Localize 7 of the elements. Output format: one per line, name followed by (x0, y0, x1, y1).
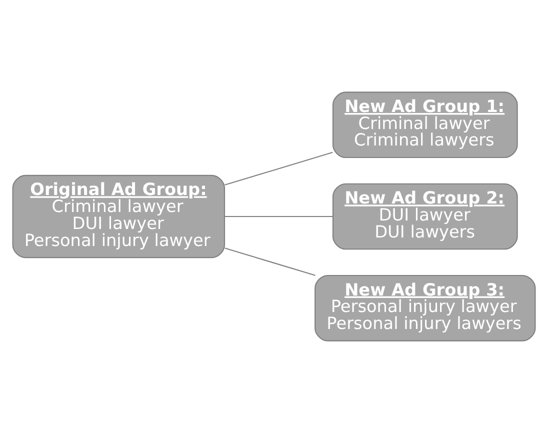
connector (224, 152, 333, 186)
node-box: New Ad Group 3: Personal injury lawyer Personal injury lawyers (314, 274, 536, 342)
node-box: New Ad Group 1: Criminal lawyer Criminal lawyers (332, 92, 518, 158)
node-box: Original Ad Group: Criminal lawyer DUI lawyer Personal injury lawyer (12, 174, 226, 258)
node-box: New Ad Group 2: DUI lawyer DUI lawyers (332, 183, 518, 250)
connector (224, 216, 333, 218)
connector (224, 248, 316, 276)
